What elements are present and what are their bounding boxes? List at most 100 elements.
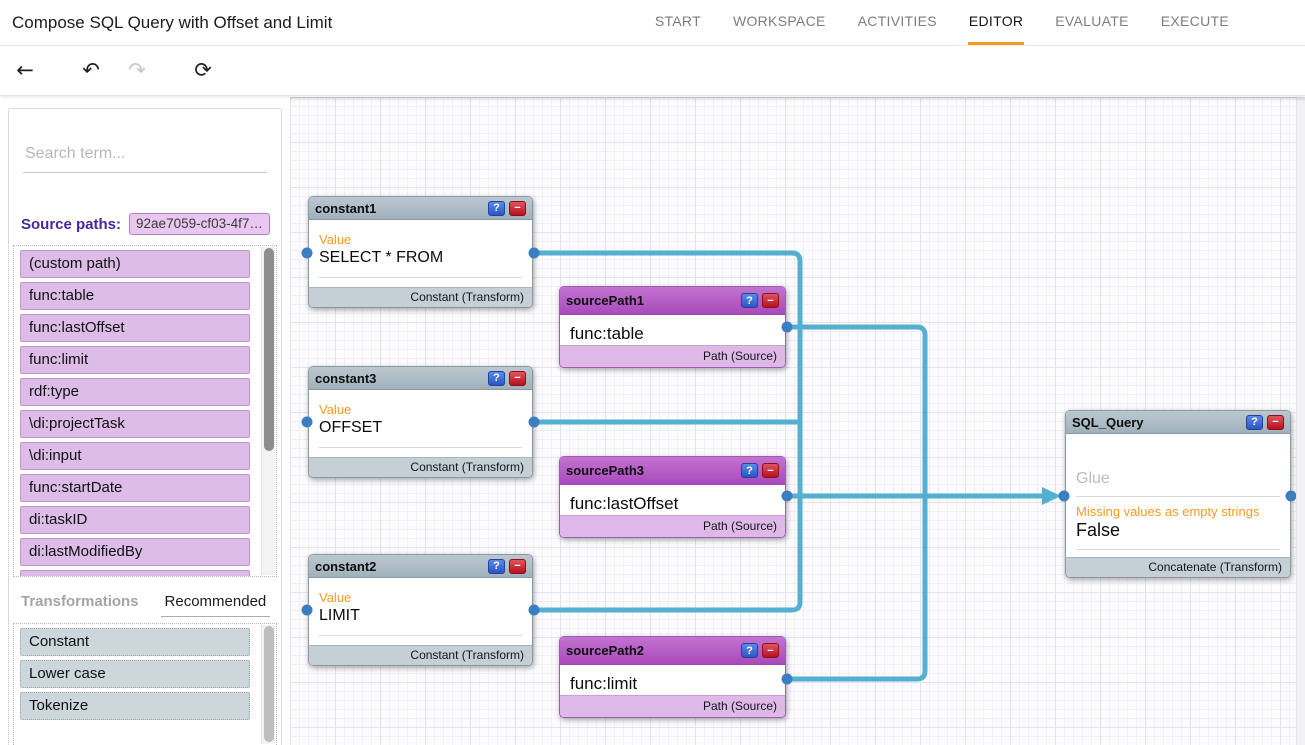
- transformations-scrollbar[interactable]: [261, 625, 275, 744]
- remove-icon[interactable]: −: [1267, 415, 1284, 430]
- value-field[interactable]: LIMIT: [319, 605, 522, 636]
- value-field[interactable]: False: [1076, 519, 1280, 550]
- source-path-item[interactable]: func:table: [20, 282, 250, 310]
- transformation-item[interactable]: Tokenize: [20, 692, 250, 720]
- value-field[interactable]: func:table: [570, 319, 775, 345]
- node-constant1[interactable]: constant1 ? − Value SELECT * FROM Consta…: [308, 196, 533, 308]
- port-constant2-in[interactable]: [302, 605, 313, 616]
- value-field[interactable]: SELECT * FROM: [319, 247, 522, 278]
- tab-evaluate[interactable]: EVALUATE: [1054, 0, 1129, 45]
- transformation-item[interactable]: Constant: [20, 628, 250, 656]
- wire-sourcepaths-trunk[interactable]: [787, 327, 925, 679]
- node-constant2[interactable]: constant2 ? − Value LIMIT Constant (Tran…: [308, 554, 533, 666]
- help-icon[interactable]: ?: [741, 463, 758, 478]
- node-header: constant1 ? −: [309, 197, 532, 220]
- undo-button[interactable]: ↶: [78, 57, 104, 83]
- node-header: sourcePath2 ? −: [560, 637, 785, 665]
- refresh-button[interactable]: ⟳: [190, 57, 216, 83]
- node-header: constant3 ? −: [309, 367, 532, 390]
- node-sourcePath1[interactable]: sourcePath1 ? − func:table Path (Source): [559, 286, 786, 368]
- port-constant1-out[interactable]: [529, 248, 540, 259]
- source-path-item[interactable]: <http://purl.org/dc/terms/mod…: [20, 570, 250, 577]
- redo-button[interactable]: ↷: [124, 57, 150, 83]
- remove-icon[interactable]: −: [762, 293, 779, 308]
- tab-editor[interactable]: EDITOR: [968, 0, 1024, 45]
- remove-icon[interactable]: −: [762, 643, 779, 658]
- sidebar: Source paths: 92ae7059-cf03-4f7… (custom…: [8, 108, 282, 745]
- port-constant1-in[interactable]: [302, 248, 313, 259]
- value-field[interactable]: OFFSET: [319, 417, 522, 448]
- tab-start[interactable]: START: [654, 0, 702, 45]
- node-type-label: Path (Source): [560, 515, 785, 537]
- back-button[interactable]: ←: [12, 57, 38, 83]
- field-label: Value: [319, 590, 522, 605]
- remove-icon[interactable]: −: [509, 559, 526, 574]
- port-sourcepath1-out[interactable]: [782, 322, 793, 333]
- source-path-item[interactable]: \di:projectTask: [20, 410, 250, 438]
- tab-workspace[interactable]: WORKSPACE: [732, 0, 827, 45]
- tab-execute[interactable]: EXECUTE: [1160, 0, 1230, 45]
- value-field[interactable]: func:limit: [570, 669, 775, 695]
- source-paths-scrollbar[interactable]: [261, 247, 275, 575]
- source-path-item[interactable]: func:startDate: [20, 474, 250, 502]
- node-sourcePath3[interactable]: sourcePath3 ? − func:lastOffset Path (So…: [559, 456, 786, 538]
- scrollbar-thumb[interactable]: [264, 626, 274, 742]
- node-title: constant2: [315, 559, 484, 574]
- node-sql-query[interactable]: SQL_Query ? − Glue Missing values as emp…: [1065, 410, 1291, 578]
- port-constant2-out[interactable]: [529, 605, 540, 616]
- node-header: sourcePath1 ? −: [560, 287, 785, 315]
- tab-recommended[interactable]: Recommended: [161, 593, 271, 617]
- node-header: sourcePath3 ? −: [560, 457, 785, 485]
- remove-icon[interactable]: −: [509, 371, 526, 386]
- value-field[interactable]: func:lastOffset: [570, 489, 775, 515]
- source-path-item[interactable]: func:limit: [20, 346, 250, 374]
- node-body: func:limit: [560, 665, 785, 695]
- node-type-label: Concatenate (Transform): [1066, 557, 1290, 577]
- transformation-item[interactable]: Lower case: [20, 660, 250, 688]
- field-label: Value: [319, 402, 522, 417]
- source-path-item[interactable]: di:taskID: [20, 506, 250, 534]
- tab-activities[interactable]: ACTIVITIES: [857, 0, 938, 45]
- source-path-item[interactable]: func:lastOffset: [20, 314, 250, 342]
- node-header: SQL_Query ? −: [1066, 411, 1290, 434]
- port-sql-query-in[interactable]: [1059, 491, 1070, 502]
- help-icon[interactable]: ?: [741, 643, 758, 658]
- source-path-item[interactable]: \di:input: [20, 442, 250, 470]
- redo-icon: ↷: [128, 58, 146, 82]
- node-type-label: Constant (Transform): [309, 645, 532, 665]
- source-path-item[interactable]: di:lastModifiedBy: [20, 538, 250, 566]
- nav-tabs: START WORKSPACE ACTIVITIES EDITOR EVALUA…: [639, 0, 1245, 45]
- field-label: Missing values as empty strings: [1076, 504, 1280, 519]
- canvas-scrollbar[interactable]: [1296, 97, 1305, 745]
- node-header: constant2 ? −: [309, 555, 532, 578]
- source-paths-label: Source paths:: [21, 216, 121, 233]
- help-icon[interactable]: ?: [1246, 415, 1263, 430]
- node-sourcePath2[interactable]: sourcePath2 ? − func:limit Path (Source): [559, 636, 786, 718]
- help-icon[interactable]: ?: [488, 201, 505, 216]
- port-constant3-out[interactable]: [529, 417, 540, 428]
- search-input[interactable]: [23, 141, 267, 173]
- node-type-label: Constant (Transform): [309, 287, 532, 307]
- help-icon[interactable]: ?: [488, 371, 505, 386]
- port-constant3-in[interactable]: [302, 417, 313, 428]
- help-icon[interactable]: ?: [741, 293, 758, 308]
- remove-icon[interactable]: −: [762, 463, 779, 478]
- glue-field[interactable]: Glue: [1076, 470, 1280, 497]
- source-path-item[interactable]: (custom path): [20, 250, 250, 278]
- port-sourcepath3-out[interactable]: [782, 491, 793, 502]
- node-body: func:table: [560, 315, 785, 345]
- node-body: Value SELECT * FROM: [309, 220, 532, 287]
- port-sourcepath2-out[interactable]: [782, 674, 793, 685]
- port-sql-query-out[interactable]: [1286, 491, 1297, 502]
- help-icon[interactable]: ?: [488, 559, 505, 574]
- source-path-item[interactable]: rdf:type: [20, 378, 250, 406]
- node-constant3[interactable]: constant3 ? − Value OFFSET Constant (Tra…: [308, 366, 533, 478]
- scrollbar-thumb[interactable]: [264, 248, 274, 451]
- transformations-header: Transformations Recommended: [21, 593, 269, 617]
- editor-canvas[interactable]: constant1 ? − Value SELECT * FROM Consta…: [290, 97, 1305, 745]
- back-icon: ←: [16, 58, 34, 82]
- remove-icon[interactable]: −: [509, 201, 526, 216]
- source-id-badge[interactable]: 92ae7059-cf03-4f7…: [129, 213, 270, 235]
- field-label: Value: [319, 232, 522, 247]
